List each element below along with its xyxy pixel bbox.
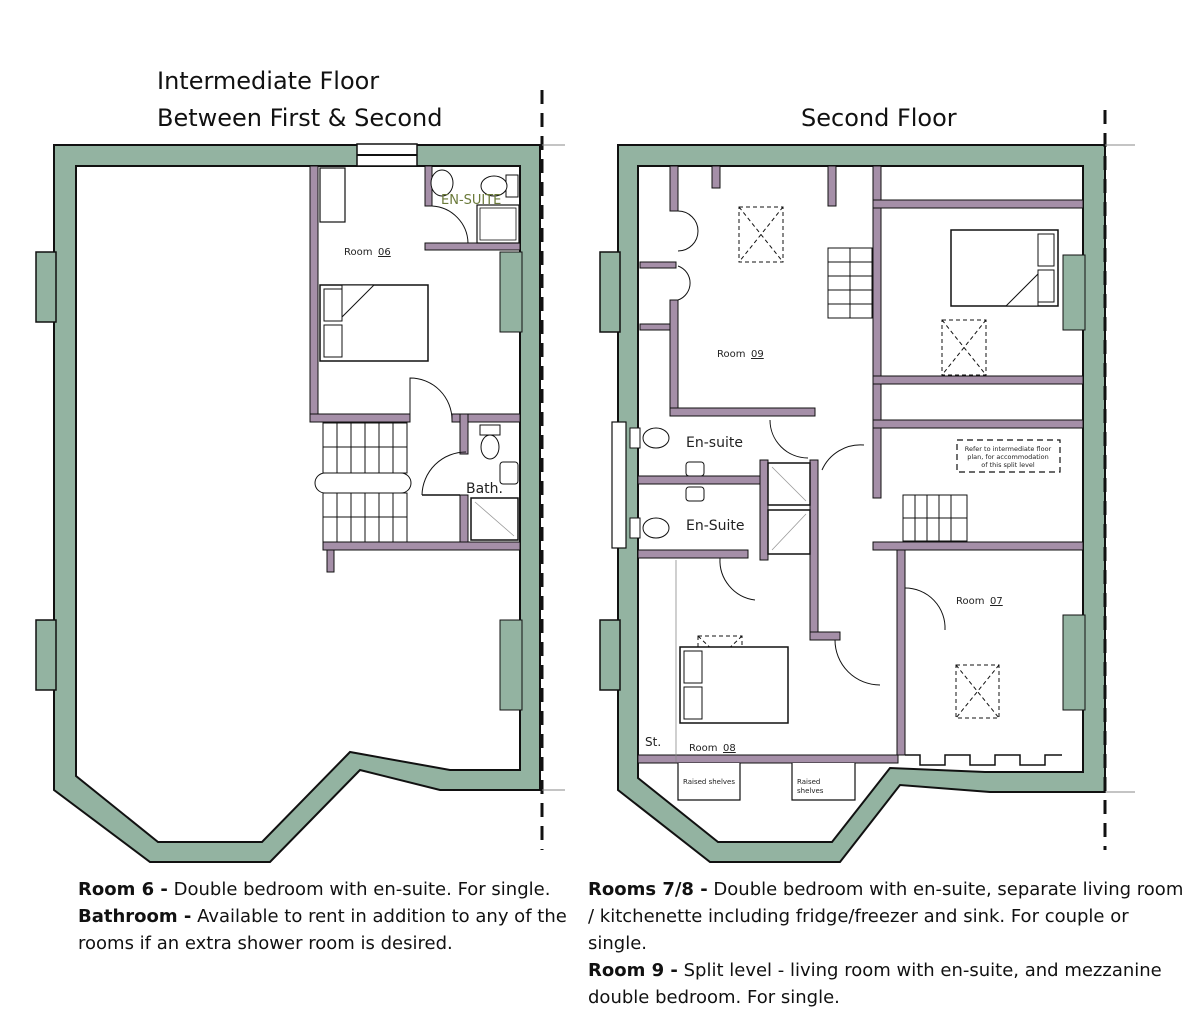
wall-pier	[499, 251, 523, 333]
skylight-icon	[738, 206, 784, 263]
toilet-icon	[479, 424, 501, 460]
en-suite-upper-label: En-suite	[686, 435, 743, 451]
note-line2: plan, for accommodation	[967, 453, 1048, 461]
window	[611, 421, 627, 549]
bath-label: Bath.	[466, 481, 503, 497]
second-floor-title: Second Floor	[801, 104, 957, 132]
wall-pier	[1062, 614, 1086, 711]
wall-pier	[1062, 254, 1086, 331]
intermediate-floor-plan: EN-SUITE Room 06	[35, 90, 565, 863]
raised-shelves	[791, 763, 856, 801]
chimney-breast	[599, 619, 621, 691]
room-07-label: Room	[956, 596, 984, 607]
caption-rooms-7-8: Rooms 7/8 - Double bedroom with en-suite…	[588, 876, 1188, 957]
room-07-number: 07	[990, 596, 1003, 607]
caption-bathroom: Bathroom - Available to rent in addition…	[78, 903, 568, 957]
shelves-right-label-1: Raised	[797, 778, 820, 786]
door-swing	[431, 205, 469, 244]
shelves-left-label: Raised shelves	[683, 778, 735, 786]
intermediate-floor-title-line1: Intermediate Floor	[157, 67, 380, 95]
door-swing	[409, 377, 453, 421]
double-bed-icon	[950, 229, 1059, 307]
second-floor-caption: Rooms 7/8 - Double bedroom with en-suite…	[588, 876, 1188, 1011]
room-09-label: Room	[717, 349, 745, 360]
door-swing	[421, 451, 467, 496]
shower-tray-icon	[470, 497, 519, 541]
raised-shelves	[677, 763, 741, 801]
double-bed-icon	[679, 646, 789, 724]
caption-heading: Rooms 7/8 -	[588, 879, 708, 900]
toilet-icon	[629, 517, 670, 539]
skylight-icon	[955, 664, 1000, 719]
second-floor-plan: En-suite En-Suite Refer to intermediate …	[599, 110, 1135, 863]
caption-heading: Bathroom -	[78, 906, 192, 927]
note-line3: of this split level	[981, 461, 1035, 469]
caption-text: Double bedroom with en-suite, separate l…	[588, 879, 1184, 954]
outer-wall	[617, 144, 1106, 863]
chimney-breast	[599, 251, 621, 333]
basin-icon	[430, 169, 454, 197]
note-box	[956, 439, 1061, 473]
basin-icon	[499, 461, 519, 485]
caption-heading: Room 6 -	[78, 879, 168, 900]
caption-text: Available to rent in addition to any of …	[78, 906, 567, 954]
shelves-right-label-2: shelves	[797, 787, 824, 795]
caption-room-6: Room 6 - Double bedroom with en-suite. F…	[78, 876, 568, 903]
chimney-breast	[35, 251, 57, 323]
chimney-breast	[35, 619, 57, 691]
wall-pier	[499, 619, 523, 711]
basin-icon	[685, 461, 705, 502]
intermediate-floor-title-line2: Between First & Second	[157, 104, 443, 132]
wardrobe-door	[677, 210, 699, 301]
storage-label: St.	[645, 735, 661, 749]
staircase	[827, 247, 873, 319]
intermediate-floor-caption: Room 6 - Double bedroom with en-suite. F…	[78, 876, 568, 957]
en-suite-label: EN-SUITE	[441, 193, 501, 208]
staircase	[314, 422, 412, 543]
room-09-number: 09	[751, 349, 764, 360]
room-06-label: Room	[344, 247, 372, 258]
wardrobe	[319, 167, 346, 223]
caption-text: Double bedroom with en-suite. For single…	[167, 879, 551, 900]
caption-heading: Room 9 -	[588, 960, 678, 981]
shower-tray-icon	[476, 204, 520, 244]
outer-wall	[53, 144, 541, 863]
room-06-number: 06	[378, 247, 391, 258]
note-line1: Refer to intermediate floor	[965, 445, 1052, 453]
double-bed-icon	[319, 284, 429, 362]
room-08-label: Room	[689, 743, 717, 754]
room-08-number: 08	[723, 743, 736, 754]
toilet-icon	[480, 174, 519, 198]
door-swing	[719, 419, 946, 686]
shower-tray-icon	[767, 462, 811, 555]
floor-plan-drawing: EN-SUITE Room 06	[35, 90, 1135, 863]
toilet-icon	[629, 427, 670, 449]
staircase	[902, 494, 968, 542]
en-suite-lower-label: En-Suite	[686, 518, 745, 534]
skylight-icon	[941, 319, 987, 376]
